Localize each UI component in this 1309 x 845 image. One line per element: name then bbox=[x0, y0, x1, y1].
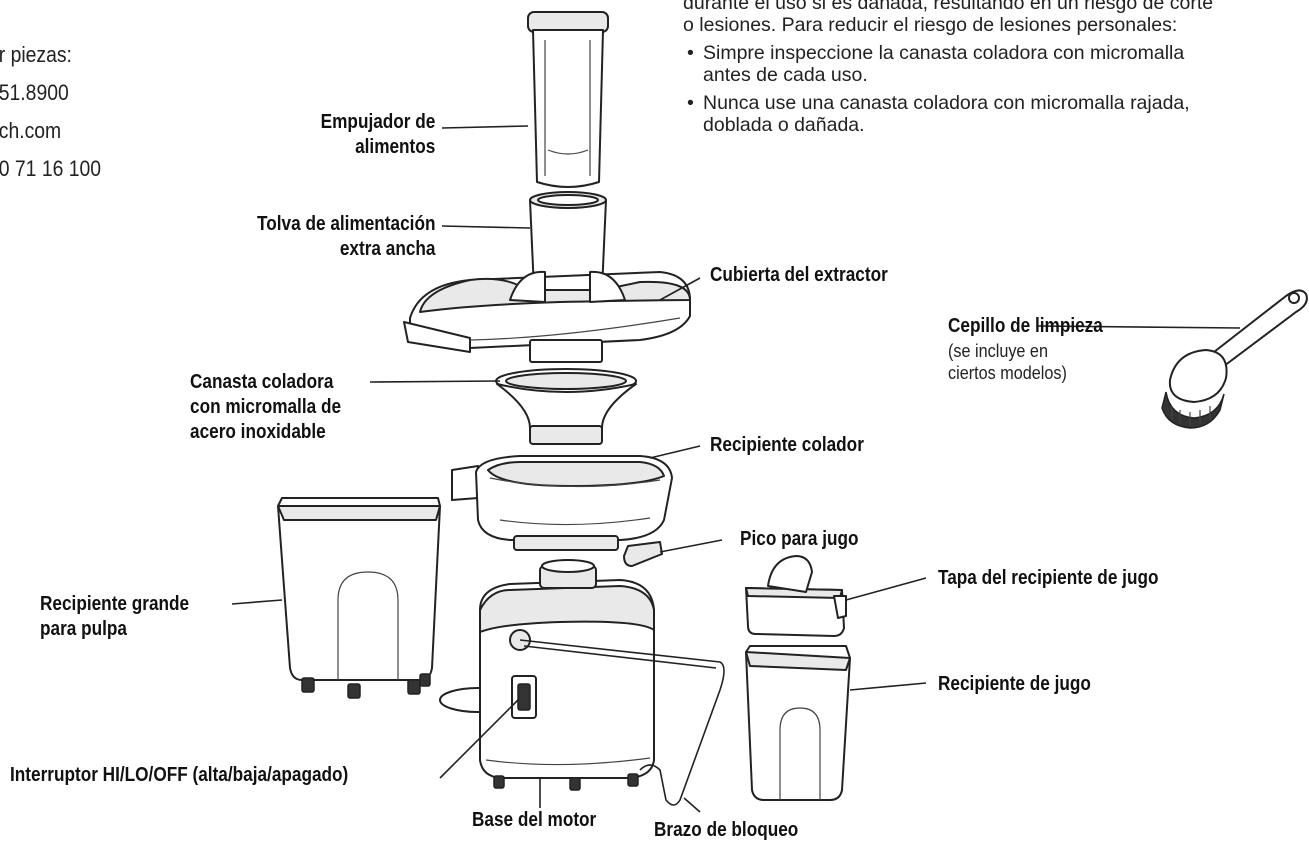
juice-cup-lid-illustration bbox=[745, 555, 847, 637]
warning-bullet: Nunca use una canasta coladora con micro… bbox=[683, 92, 1309, 136]
label-locking-arm: Brazo de bloqueo bbox=[654, 819, 799, 841]
label-juice-spout: Pico para jugo bbox=[740, 528, 859, 550]
contact-line: ar piezas: bbox=[0, 42, 72, 67]
label-motor-base: Base del motor bbox=[472, 809, 597, 831]
pulp-container-illustration bbox=[277, 497, 441, 699]
label-food-pusher: Empujador de alimentos bbox=[320, 110, 435, 160]
leader-lines bbox=[231, 125, 1241, 813]
contact-line: ach.com bbox=[0, 118, 62, 143]
label-text: alimentos bbox=[354, 136, 435, 158]
warning-bullet-text: Nunca use una canasta coladora con micro… bbox=[703, 92, 1190, 114]
strainer-basket-illustration bbox=[495, 368, 637, 445]
locking-arm-illustration bbox=[519, 639, 725, 806]
label-text: ciertos modelos) bbox=[948, 363, 1067, 383]
label-feed-chute: Tolva de alimentación extra ancha bbox=[257, 212, 435, 262]
extractor-cover-illustration bbox=[403, 270, 691, 363]
label-pulp-container: Recipiente grande para pulpa bbox=[40, 592, 189, 642]
warning-bullet: Simpre inspeccione la canasta coladora c… bbox=[683, 42, 1309, 86]
label-juice-cup: Recipiente de jugo bbox=[938, 673, 1091, 695]
label-juice-cup-lid: Tapa del recipiente de jugo bbox=[938, 567, 1159, 589]
label-text: para pulpa bbox=[40, 618, 127, 640]
warning-bullet-text: antes de cada uso. bbox=[703, 64, 868, 86]
warning-list: Simpre inspeccione la canasta coladora c… bbox=[683, 42, 1309, 136]
label-switch: Interruptor HI/LO/OFF (alta/baja/apagado… bbox=[10, 764, 349, 786]
label-text: Recipiente grande bbox=[40, 593, 190, 615]
label-text: Empujador de bbox=[320, 111, 435, 133]
label-cleaning-brush: Cepillo de limpieza bbox=[948, 315, 1103, 337]
strainer-bowl-illustration bbox=[451, 455, 673, 567]
food-pusher-illustration bbox=[527, 11, 609, 188]
contact-line: 351.8900 bbox=[0, 80, 69, 105]
contact-line: 00 71 16 100 bbox=[0, 156, 102, 181]
warning-bullet-text: Simpre inspeccione la canasta coladora c… bbox=[703, 42, 1185, 64]
label-strainer-basket: Canasta coladora con micromalla de acero… bbox=[190, 370, 341, 445]
motor-base-illustration bbox=[439, 559, 655, 791]
label-text: acero inoxidable bbox=[190, 421, 326, 443]
label-text: Canasta coladora bbox=[190, 371, 334, 393]
label-strainer-bowl: Recipiente colador bbox=[710, 434, 864, 456]
juice-cup-illustration bbox=[745, 645, 851, 801]
warning-line: durante el uso si es dañada, resultando … bbox=[683, 0, 1214, 14]
contact-info: ar piezas: 351.8900 ach.com 00 71 16 100 bbox=[0, 36, 101, 188]
warning-line: o lesiones. Para reducir el riesgo de le… bbox=[683, 14, 1178, 36]
cleaning-brush-illustration bbox=[1161, 289, 1308, 429]
label-cleaning-brush-note: (se incluye en ciertos modelos) bbox=[948, 340, 1067, 384]
label-text: Tolva de alimentación bbox=[256, 213, 435, 235]
label-text: (se incluye en bbox=[948, 341, 1048, 361]
warning-bullet-text: doblada o dañada. bbox=[703, 114, 865, 136]
label-text: con micromalla de bbox=[190, 396, 342, 418]
label-extractor-cover: Cubierta del extractor bbox=[710, 264, 888, 286]
label-text: extra ancha bbox=[339, 238, 435, 260]
safety-warning: durante el uso si es dañada, resultando … bbox=[683, 0, 1309, 142]
